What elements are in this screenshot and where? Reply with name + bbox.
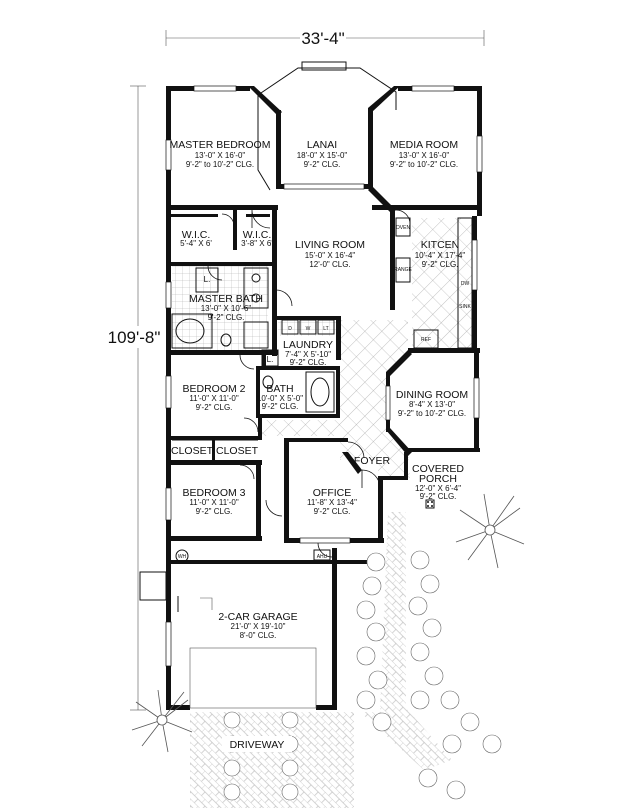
dishwasher-label: DW xyxy=(461,281,470,287)
room-ceiling: 9'-2" CLG. xyxy=(196,403,233,412)
room-dimensions: 11'-8" X 13'-4" xyxy=(307,498,357,507)
room-name: MASTER BEDROOM xyxy=(170,139,271,151)
room-ceiling: 8'-0" CLG. xyxy=(240,631,277,640)
room-dimensions: 13'-0" X 16'-0" xyxy=(195,151,246,160)
linen-label: L. xyxy=(204,275,211,284)
room-name: MEDIA ROOM xyxy=(390,139,458,151)
room-dimensions: 21'-0" X 19'-10" xyxy=(231,622,286,631)
depth-dimension: 109'-8" xyxy=(106,85,162,711)
room-name: BEDROOM 3 xyxy=(182,487,245,499)
room-ceiling: 9'-2" CLG. xyxy=(314,507,351,516)
room-name: KITCEN xyxy=(421,239,460,251)
room-dimensions: 8'-4" X 13'-0" xyxy=(409,400,455,409)
room-name: DINING ROOM xyxy=(396,389,468,401)
room-label-office: OFFICE 11'-8" X 13'-4" 9'-2" CLG. xyxy=(307,487,357,516)
oven-label: OVEN xyxy=(396,225,411,231)
room-label-kitchen: KITCEN 10'-4" X 17'-4" 9'-2" CLG. xyxy=(415,239,466,269)
room-ceiling: 9'-2" to 10'-2" CLG. xyxy=(398,409,466,418)
room-dimensions: 11'-0" X 11'-0" xyxy=(189,498,239,507)
room-ceiling: 9'-2" to 10'-2" CLG. xyxy=(390,160,458,169)
room-label-bath: BATH 10'-0" X 5'-0" 9'-2" CLG. xyxy=(257,383,303,411)
room-label-dining-room: DINING ROOM 8'-4" X 13'-0" 9'-2" to 10'-… xyxy=(396,389,468,418)
room-name: LAUNDRY xyxy=(283,339,333,351)
windows xyxy=(165,85,483,667)
room-name: MASTER BATH xyxy=(189,293,263,305)
room-dimensions: 10'-4" X 17'-4" xyxy=(415,251,466,260)
room-label-master-bedroom: MASTER BEDROOM 13'-0" X 16'-0" 9'-2" to … xyxy=(170,139,271,169)
room-dimensions: 13'-0" X 10'-6" xyxy=(201,304,252,313)
room-dimensions: 3'-8" X 6' xyxy=(241,239,273,248)
depth-label: 109'-8" xyxy=(108,328,161,347)
room-ceiling: 12'-0" CLG. xyxy=(309,260,350,269)
width-label: 33'-4" xyxy=(301,29,344,48)
room-name: CLOSET xyxy=(171,445,214,457)
room-label-lanai: LANAI 18'-0" X 15'-0" 9'-2" CLG. xyxy=(297,139,348,169)
room-dimensions: 7'-4" X 5'-10" xyxy=(285,350,331,359)
palm-trees xyxy=(131,493,525,753)
lanai-outline xyxy=(257,61,397,191)
room-label-closet-1: CLOSET xyxy=(171,445,214,457)
room-ceiling: 9'-2" CLG. xyxy=(196,507,233,516)
room-name: DRIVEWAY xyxy=(230,739,285,751)
room-dimensions: 15'-0" X 16'-4" xyxy=(305,251,356,260)
sink-label: SINK xyxy=(459,304,471,310)
linen-label-2: L. xyxy=(267,355,274,364)
room-ceiling: 9'-2" CLG. xyxy=(208,313,245,322)
room-label-master-bath: MASTER BATH 13'-0" X 10'-6" 9'-2" CLG. xyxy=(189,293,263,322)
room-dimensions: 12'-0" X 6'-4" xyxy=(415,484,461,493)
width-dimension: 33'-4" xyxy=(165,26,485,48)
room-dimensions: 18'-0" X 15'-0" xyxy=(297,151,348,160)
room-ceiling: 9'-2" to 10'-2" CLG. xyxy=(186,160,254,169)
room-dimensions: 13'-0" X 16'-0" xyxy=(399,151,450,160)
room-ceiling: 9'-2" CLG. xyxy=(420,492,457,501)
water-heater-label: WH xyxy=(178,554,187,560)
fixtures: L. L. D W LT OVEN RANGE DW SINK REF WH A… xyxy=(171,217,473,709)
room-ceiling: 9'-2" CLG. xyxy=(290,358,327,367)
room-dimensions: 10'-0" X 5'-0" xyxy=(257,394,303,403)
room-name: W.I.C. xyxy=(182,229,211,241)
room-label-foyer: FOYER xyxy=(354,455,391,467)
room-label-wic-2: W.I.C. 3'-8" X 6' xyxy=(241,229,273,248)
room-label-laundry: LAUNDRY 7'-4" X 5'-10" 9'-2" CLG. xyxy=(283,339,333,367)
room-name: W.I.C. xyxy=(243,229,272,241)
ref-label: REF xyxy=(421,337,431,343)
room-name: FOYER xyxy=(354,455,391,467)
room-label-covered-porch: COVERED PORCH 12'-0" X 6'-4" 9'-2" CLG. xyxy=(412,463,464,501)
room-label-bedroom-3: BEDROOM 3 11'-0" X 11'-0" 9'-2" CLG. xyxy=(182,487,245,516)
room-ceiling: 9'-2" CLG. xyxy=(262,402,299,411)
room-label-living-room: LIVING ROOM 15'-0" X 16'-4" 12'-0" CLG. xyxy=(295,239,365,269)
room-label-media-room: MEDIA ROOM 13'-0" X 16'-0" 9'-2" to 10'-… xyxy=(390,139,458,169)
room-label-driveway: DRIVEWAY xyxy=(222,736,292,752)
room-name: COVERED xyxy=(412,463,464,475)
range-label: RANGE xyxy=(394,267,412,273)
room-ceiling: 9'-2" CLG. xyxy=(422,260,459,269)
washer-label: W xyxy=(306,326,311,332)
room-label-garage: 2-CAR GARAGE 21'-0" X 19'-10" 8'-0" CLG. xyxy=(218,611,297,640)
dryer-label: D xyxy=(288,326,292,332)
room-name: BATH xyxy=(266,383,293,395)
room-label-closet-2: CLOSET xyxy=(216,445,259,457)
room-name: BEDROOM 2 xyxy=(182,383,245,395)
room-name: 2-CAR GARAGE xyxy=(218,611,297,623)
floor-finishes xyxy=(172,218,476,808)
room-name-2: PORCH xyxy=(419,473,457,485)
laundry-tub-label: LT xyxy=(323,326,328,332)
room-label-bedroom-2: BEDROOM 2 11'-0" X 11'-0" 9'-2" CLG. xyxy=(182,383,245,412)
room-name: CLOSET xyxy=(216,445,259,457)
room-name: LANAI xyxy=(307,139,337,151)
room-name: LIVING ROOM xyxy=(295,239,365,251)
room-ceiling: 9'-2" CLG. xyxy=(304,160,341,169)
ahu-label: AHU xyxy=(317,554,328,560)
room-name: OFFICE xyxy=(313,487,352,499)
room-dimensions: 5'-4" X 6' xyxy=(180,239,212,248)
room-label-wic-1: W.I.C. 5'-4" X 6' xyxy=(180,229,212,248)
room-dimensions: 11'-0" X 11'-0" xyxy=(189,394,239,403)
